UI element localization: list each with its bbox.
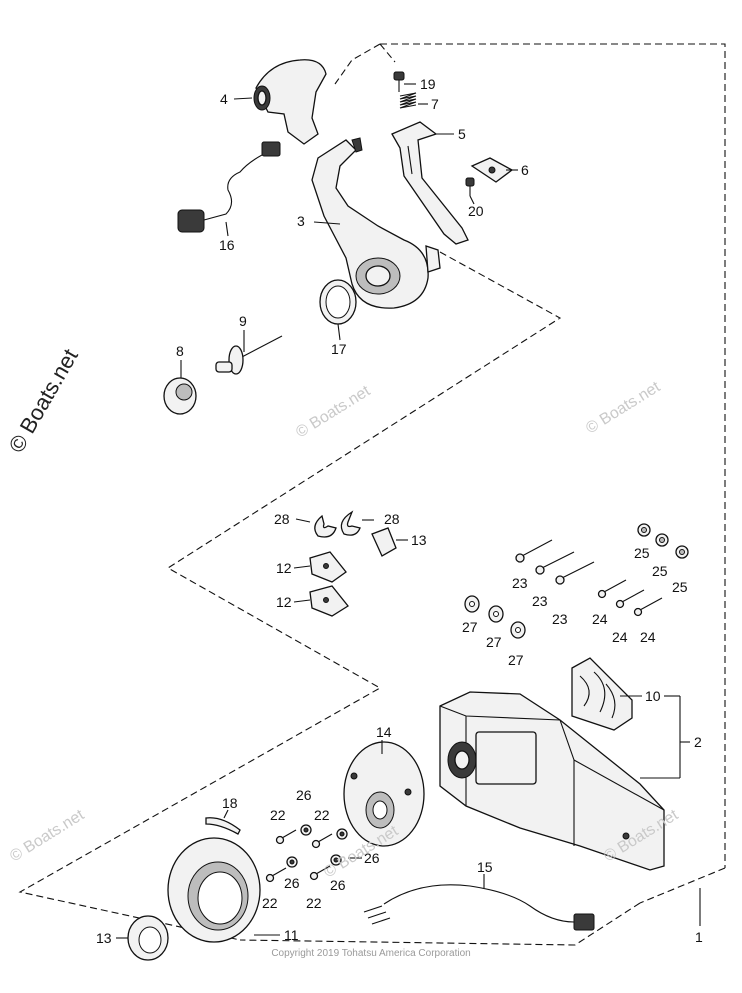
callout-8: 8 <box>176 343 184 359</box>
part-disc-15 <box>343 741 425 847</box>
part-lever-5 <box>391 121 469 245</box>
callout-12b: 12 <box>276 594 292 610</box>
callout-27a: 27 <box>462 619 478 635</box>
part-block-12a <box>309 551 347 583</box>
part-screw-21 <box>465 177 475 196</box>
callout-28b: 28 <box>384 511 400 527</box>
callout-2: 2 <box>694 734 702 750</box>
callout-1: 1 <box>695 929 703 945</box>
callout-11: 11 <box>284 927 299 943</box>
part-gear-14 <box>127 915 169 961</box>
callout-22c: 22 <box>262 895 278 911</box>
part-clip-28a <box>314 514 337 538</box>
part-housing-2 <box>439 691 665 871</box>
callout-17: 16 <box>219 237 235 253</box>
part-screw-20 <box>393 71 405 92</box>
callout-22b: 22 <box>314 807 330 823</box>
callout-10: 10 <box>645 688 661 704</box>
part-strip-19 <box>205 817 241 835</box>
copyright-text: Copyright 2019 Tohatsu America Corporati… <box>271 948 471 959</box>
part-screws-23 <box>515 539 595 585</box>
callouts: 4 19 7 5 6 20 3 16 9 8 17 28 28 13 12 12… <box>96 76 703 946</box>
watermark-faint: © Boats.net <box>293 382 374 441</box>
callout-5: 5 <box>458 126 466 142</box>
callout-24b: 24 <box>612 629 628 645</box>
callout-26d: 26 <box>330 877 346 893</box>
assembly-outline <box>18 43 726 946</box>
callout-22a: 22 <box>270 807 286 823</box>
callout-25a: 25 <box>634 545 650 561</box>
callout-24c: 24 <box>640 629 656 645</box>
part-washers-26 <box>286 824 348 868</box>
callout-19: 18 <box>222 795 238 811</box>
callout-16: 15 <box>477 859 493 875</box>
part-arm-3 <box>311 137 441 309</box>
part-screws-22 <box>265 829 333 883</box>
watermark-faint: © Boats.net <box>583 378 664 437</box>
part-handle-knob <box>253 59 327 145</box>
part-nuts-25 <box>637 523 689 559</box>
part-harness-16 <box>363 884 595 931</box>
callout-25b: 25 <box>652 563 668 579</box>
callout-27b: 27 <box>486 634 502 650</box>
part-washers-27 <box>464 595 526 639</box>
callout-22d: 22 <box>306 895 322 911</box>
callout-18: 17 <box>331 341 347 357</box>
callout-9: 9 <box>239 313 247 329</box>
part-spring-7 <box>399 92 417 109</box>
leader-lines <box>116 83 701 939</box>
part-shaft-9 <box>215 335 283 375</box>
callout-25c: 25 <box>672 579 688 595</box>
callout-27c: 27 <box>508 652 524 668</box>
callout-15: 14 <box>376 724 392 740</box>
callout-14: 13 <box>96 930 112 946</box>
part-clip-28b <box>340 510 361 536</box>
callout-20: 19 <box>420 76 436 92</box>
part-ring-18 <box>319 279 357 325</box>
callout-23c: 23 <box>552 611 568 627</box>
callout-26a: 26 <box>296 787 312 803</box>
callout-24a: 24 <box>592 611 608 627</box>
part-gasket-10 <box>571 657 633 731</box>
watermark-faint: © Boats.net <box>7 806 88 865</box>
callout-26c: 26 <box>284 875 300 891</box>
callout-23b: 23 <box>532 593 548 609</box>
callout-7: 7 <box>431 96 439 112</box>
part-bushing-8 <box>163 377 197 415</box>
callout-6: 6 <box>521 162 529 178</box>
callout-28a: 28 <box>274 511 290 527</box>
callout-26b: 26 <box>364 850 380 866</box>
part-screws-24 <box>597 579 663 617</box>
part-block-12b <box>309 585 349 617</box>
part-block-13 <box>371 527 397 557</box>
callout-3: 3 <box>297 213 305 229</box>
callout-13: 13 <box>411 532 427 548</box>
callout-21: 20 <box>468 203 484 219</box>
part-ring-11 <box>167 837 261 943</box>
callout-12a: 12 <box>276 560 292 576</box>
part-cable-17 <box>177 141 281 233</box>
callout-4: 4 <box>220 91 228 107</box>
callout-23a: 23 <box>512 575 528 591</box>
